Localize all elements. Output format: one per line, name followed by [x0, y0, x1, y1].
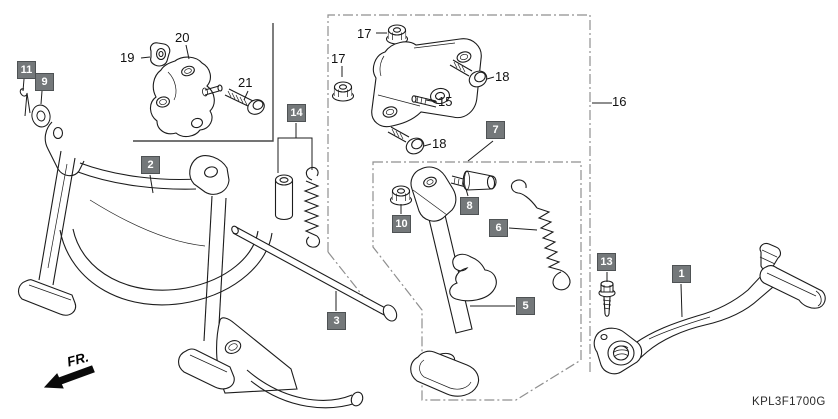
- callout-box-13: 13: [597, 253, 616, 271]
- bracket-20-group: [149, 42, 265, 138]
- part-ref-21: 21: [238, 75, 253, 90]
- part-ref-20: 20: [175, 30, 190, 45]
- part-ref-17-upper: 17: [357, 26, 372, 41]
- callout-box-11: 11: [17, 61, 36, 79]
- leader-lines: [22, 32, 683, 318]
- diagram-code: KPL3F1700G: [752, 396, 826, 408]
- part-ref-17-lower: 17: [331, 51, 346, 66]
- part-ref-15: 15: [438, 94, 453, 109]
- main-stand-drawing: [17, 121, 364, 409]
- bracket-15-group: [331, 24, 488, 155]
- callout-box-14: 14: [287, 104, 306, 122]
- part-ref-18-lower: 18: [432, 136, 447, 151]
- callout-box-10: 10: [392, 215, 411, 233]
- callout-box-9: 9: [35, 73, 54, 91]
- callout-box-6: 6: [489, 219, 508, 237]
- part-ref-18-upper: 18: [495, 69, 510, 84]
- front-direction-arrow: [43, 365, 95, 389]
- callout-box-2: 2: [141, 156, 160, 174]
- solid-sub-box: [133, 23, 274, 142]
- callout-box-3: 3: [327, 312, 346, 330]
- pedal-1-drawing: [593, 243, 826, 375]
- callout-box-5: 5: [516, 297, 535, 315]
- pin-washer-group: [19, 88, 51, 128]
- callout-box-1: 1: [672, 265, 691, 283]
- stand-rod-drawing: [231, 225, 398, 322]
- collar-and-spring-14: [274, 167, 321, 248]
- bolt-13-drawing: [598, 280, 616, 317]
- part-ref-19: 19: [120, 50, 135, 65]
- part-ref-16: 16: [612, 94, 627, 109]
- callout-box-7: 7: [486, 121, 505, 139]
- side-stand-group: [389, 166, 571, 397]
- callout-box-8: 8: [460, 197, 479, 215]
